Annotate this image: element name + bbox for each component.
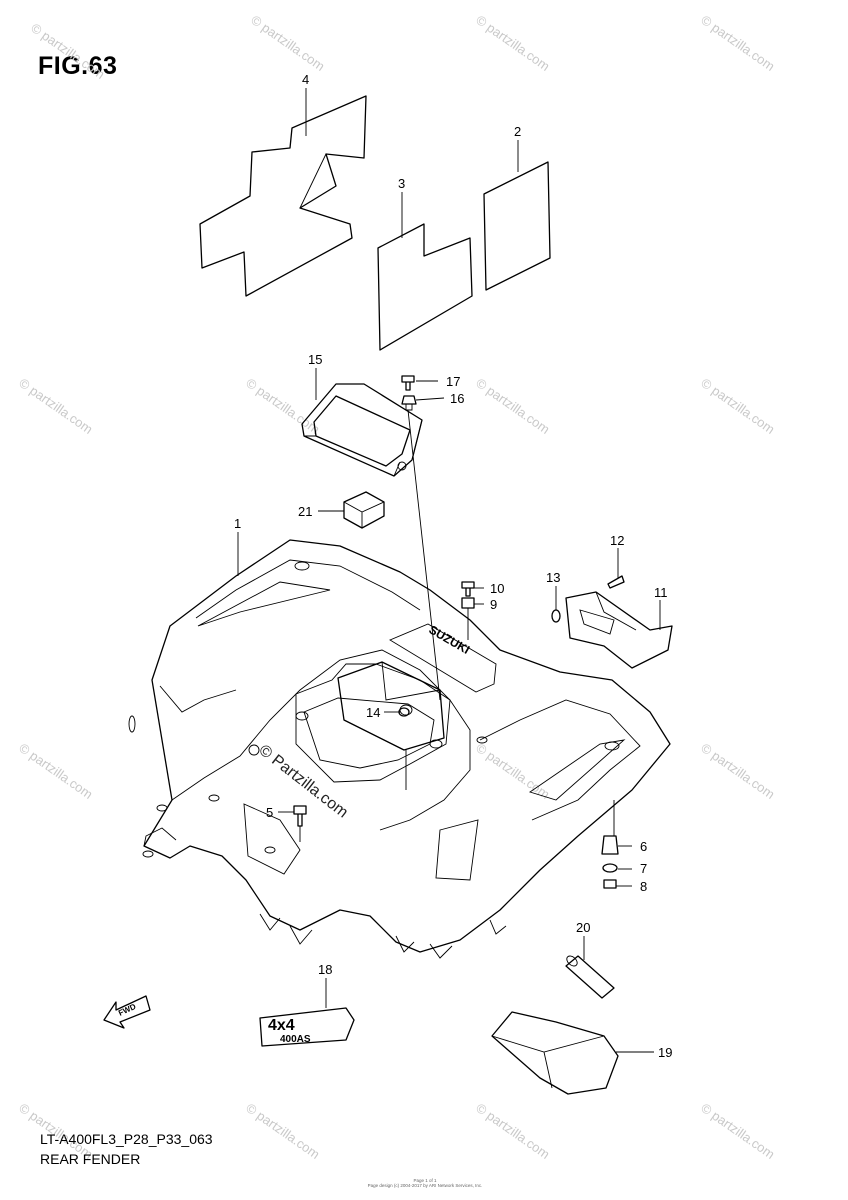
callout-7: 7 xyxy=(640,861,647,876)
watermark: © partzilla.com xyxy=(473,375,552,437)
part-1-rear-fender[interactable]: SUZUKI © Partzilla.com xyxy=(128,539,671,959)
callout-18: 18 xyxy=(318,962,332,977)
part-7-collar[interactable] xyxy=(602,863,618,873)
callout-14: 14 xyxy=(366,705,380,720)
fwd-arrow: FWD xyxy=(103,995,151,1029)
part-21-pad[interactable] xyxy=(343,491,385,529)
part-2-decal[interactable] xyxy=(483,161,551,291)
model-code: LT-A400FL3_P28_P33_063 xyxy=(40,1131,213,1147)
emblem-400as: 400AS xyxy=(280,1034,311,1045)
callout-9: 9 xyxy=(490,597,497,612)
callout-3: 3 xyxy=(398,176,405,191)
page-footer: Page 1 of 1 Page design (c) 2004-2017 by… xyxy=(340,1178,510,1188)
part-4-decal-sheet[interactable] xyxy=(199,95,367,297)
watermark: © partzilla.com xyxy=(698,375,777,437)
part-12-screw[interactable] xyxy=(607,575,625,589)
watermark: © partzilla.com xyxy=(698,1100,777,1162)
watermark: © partzilla.com xyxy=(16,740,95,802)
callout-12: 12 xyxy=(610,533,624,548)
part-17-bolt[interactable] xyxy=(401,375,415,391)
callout-1: 1 xyxy=(234,516,241,531)
part-6-cushion[interactable] xyxy=(601,835,619,855)
part-10-bolt[interactable] xyxy=(461,581,475,597)
figure-title: FIG.63 xyxy=(38,52,118,80)
watermark: © partzilla.com xyxy=(243,1100,322,1162)
part-8-bolt[interactable] xyxy=(603,879,617,889)
footer-line-2: Page design (c) 2004-2017 by ARI Network… xyxy=(367,1183,483,1188)
callout-2: 2 xyxy=(514,124,521,139)
watermark: © partzilla.com xyxy=(698,12,777,74)
watermark: © partzilla.com xyxy=(698,740,777,802)
part-3-decal[interactable] xyxy=(377,223,473,351)
callout-20: 20 xyxy=(576,920,590,935)
watermark: © partzilla.com xyxy=(473,740,552,802)
callout-16: 16 xyxy=(450,391,464,406)
footer-line-1: Page 1 of 1 xyxy=(413,1178,437,1183)
callout-13: 13 xyxy=(546,570,560,585)
callout-6: 6 xyxy=(640,839,647,854)
part-20-tube[interactable] xyxy=(565,954,615,999)
watermark: © partzilla.com xyxy=(473,1100,552,1162)
callout-4: 4 xyxy=(302,72,309,87)
part-15-tool-tray[interactable] xyxy=(301,383,423,477)
part-16-grommet[interactable] xyxy=(401,395,417,411)
callout-21: 21 xyxy=(298,504,312,519)
emblem-4x4: 4x4 xyxy=(268,1017,295,1034)
part-19-seat-pad[interactable] xyxy=(491,1011,619,1095)
part-11-bracket[interactable] xyxy=(565,591,673,669)
watermark: © partzilla.com xyxy=(16,375,95,437)
callout-numbers: 4 2 3 15 17 16 21 1 12 13 10 11 9 14 5 6… xyxy=(234,72,672,1060)
part-13-nut[interactable] xyxy=(551,609,561,623)
callout-5: 5 xyxy=(266,805,273,820)
part-5-bolt[interactable] xyxy=(293,805,307,827)
callout-11: 11 xyxy=(654,585,668,600)
section-name: REAR FENDER xyxy=(40,1151,141,1167)
callout-15: 15 xyxy=(308,352,322,367)
watermark: © partzilla.com xyxy=(28,20,107,82)
callout-19: 19 xyxy=(658,1045,672,1060)
leader-lines xyxy=(237,88,661,1053)
fwd-label: FWD xyxy=(117,1002,138,1018)
part-9-clip[interactable] xyxy=(461,597,475,609)
watermark: © partzilla.com xyxy=(473,12,552,74)
callout-8: 8 xyxy=(640,879,647,894)
callout-17: 17 xyxy=(446,374,460,389)
callout-10: 10 xyxy=(490,581,504,596)
part-18-emblem[interactable]: 4x4 400AS xyxy=(259,1007,355,1047)
watermark: © partzilla.com xyxy=(243,375,322,437)
watermark: © partzilla.com xyxy=(248,12,327,74)
